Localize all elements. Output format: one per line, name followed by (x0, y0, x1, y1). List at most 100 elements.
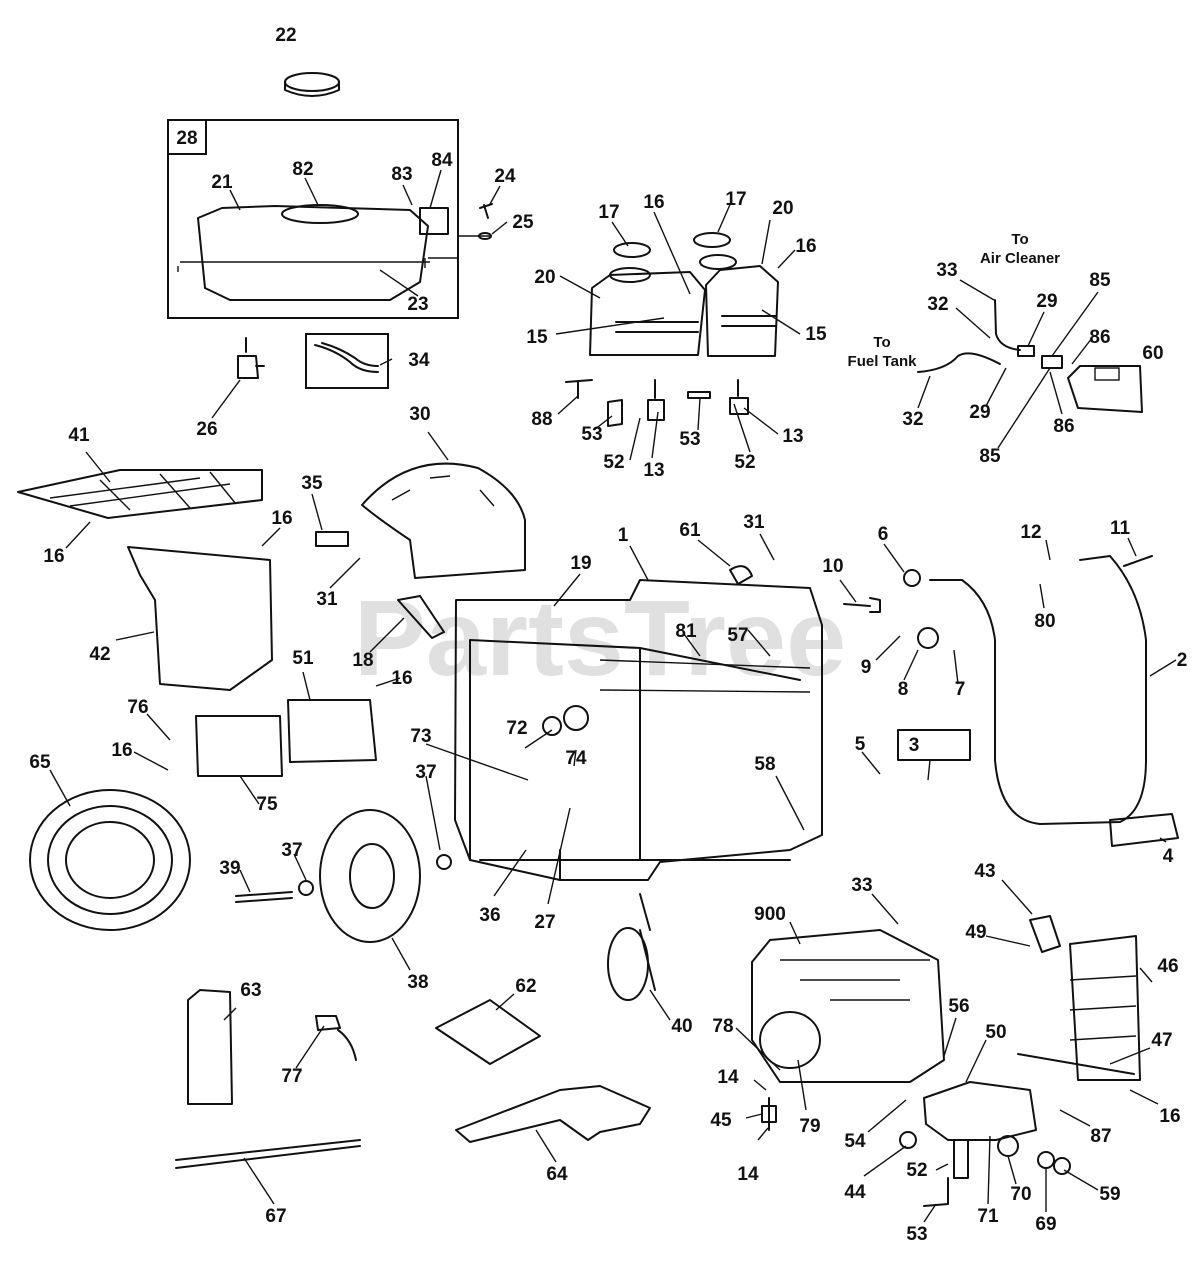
part-45-fitting[interactable] (761, 1097, 777, 1131)
callout-2: 2 (1177, 650, 1188, 671)
part-29-connector[interactable] (1017, 345, 1035, 357)
part-2-handle[interactable] (929, 555, 1147, 825)
part-59-fitting[interactable] (1053, 1157, 1071, 1175)
part-77-tool[interactable] (315, 1015, 357, 1061)
callout-82: 82 (292, 159, 313, 180)
callout-78: 78 (712, 1016, 733, 1037)
part-22-fuel-cap[interactable] (284, 72, 340, 97)
part-1-frame[interactable] (454, 579, 823, 881)
part-69-fitting[interactable] (1037, 1151, 1055, 1169)
part-53-tube-lower[interactable] (923, 1177, 949, 1207)
callout-37-right: 37 (415, 762, 436, 783)
part-15-20-fuel-tank-left[interactable] (589, 267, 706, 356)
callout-34: 34 (408, 350, 430, 371)
part-61-clip[interactable] (729, 565, 753, 585)
callout-5: 5 (855, 734, 866, 755)
part-37-washer-a[interactable] (436, 854, 452, 870)
callout-38: 38 (407, 972, 428, 993)
callout-88: 88 (531, 409, 552, 430)
part-40-caster[interactable] (607, 893, 656, 1001)
part-3-grip[interactable] (897, 729, 971, 761)
part-70-fitting[interactable] (997, 1135, 1019, 1157)
callout-43: 43 (974, 861, 995, 882)
callout-62: 62 (515, 976, 536, 997)
part-4-foam-grip[interactable] (1109, 813, 1179, 847)
callout-65: 65 (29, 752, 51, 773)
callout-70: 70 (1010, 1184, 1031, 1205)
part-50-pump[interactable] (923, 1081, 1037, 1179)
part-42-side-panel[interactable] (127, 546, 273, 691)
callout-16-bracket: 16 (111, 740, 132, 761)
callout-46: 46 (1157, 956, 1178, 977)
note-to-fuel-tank-line2: Fuel Tank (848, 353, 918, 370)
callout-33-hose: 33 (936, 260, 957, 281)
part-30-shroud[interactable] (361, 462, 526, 579)
callout-85-lower: 85 (979, 446, 1001, 467)
part-8-washer[interactable] (917, 627, 939, 649)
part-60-canister[interactable] (1067, 365, 1143, 413)
part-10-bolt[interactable] (843, 597, 881, 613)
callout-7: 7 (955, 679, 966, 700)
part-6-knob[interactable] (903, 569, 921, 587)
part-43-exhaust-elbow[interactable] (1029, 915, 1061, 953)
callout-16-box: 16 (391, 668, 412, 689)
callout-3: 3 (909, 735, 920, 756)
part-17-fuel-cap-left[interactable] (613, 242, 651, 258)
part-53-hose-left[interactable] (607, 399, 623, 427)
part-13-valve-left[interactable] (647, 379, 665, 421)
part-26-fuel-valve[interactable] (237, 337, 265, 379)
callout-51: 51 (292, 648, 314, 669)
part-75-box[interactable] (195, 715, 283, 777)
part-85-hose-segment[interactable] (1041, 355, 1063, 369)
note-to-air-cleaner-line2: Air Cleaner (980, 250, 1060, 267)
callout-6: 6 (878, 524, 889, 545)
callout-52-left: 52 (603, 452, 624, 473)
part-38-wheel[interactable] (319, 809, 421, 943)
part-32-hose-lower[interactable] (917, 352, 1001, 373)
callout-4: 4 (1163, 846, 1174, 867)
part-11-bolt[interactable] (1123, 555, 1153, 567)
part-41-screen[interactable] (17, 469, 263, 519)
part-32-hose-upper[interactable] (994, 299, 1021, 351)
part-65-hose[interactable] (29, 789, 191, 931)
callout-21: 21 (211, 172, 233, 193)
part-62-nozzle-kit[interactable] (435, 999, 541, 1065)
callout-81: 81 (675, 621, 697, 642)
part-51-control-box[interactable] (287, 699, 377, 763)
part-64-spray-gun[interactable] (455, 1085, 651, 1143)
part-18-bracket[interactable] (397, 595, 445, 639)
part-88-tee-fitting[interactable] (565, 379, 593, 399)
callout-85-upper: 85 (1089, 270, 1111, 291)
part-47-bracket[interactable] (1017, 1053, 1135, 1075)
callout-13-left: 13 (643, 460, 664, 481)
callout-17-right: 17 (725, 189, 746, 210)
part-39-axle[interactable] (235, 891, 293, 903)
part-17-fuel-cap-right[interactable] (693, 232, 731, 248)
part-44-fitting[interactable] (899, 1131, 917, 1149)
callout-52-pump: 52 (906, 1160, 927, 1181)
callout-53-right: 53 (679, 429, 700, 450)
part-35-decal[interactable] (315, 531, 349, 547)
callout-16-panel: 16 (271, 508, 292, 529)
part-37-washer-b[interactable] (298, 880, 314, 896)
callout-16-screen: 16 (43, 546, 64, 567)
part-34-fuel-hose[interactable] (305, 333, 389, 389)
callout-1: 1 (618, 525, 629, 546)
part-900-engine[interactable] (751, 929, 945, 1083)
part-46-muffler[interactable] (1069, 935, 1141, 1081)
part-53-hose-right[interactable] (687, 391, 711, 399)
callout-39: 39 (219, 858, 240, 879)
part-28-fuel-tank-kit[interactable] (167, 119, 459, 319)
callout-75: 75 (256, 794, 278, 815)
part-67-wand[interactable] (175, 1139, 361, 1169)
part-63-oil-bottle[interactable] (187, 989, 233, 1105)
part-13-valve-right[interactable] (729, 379, 749, 415)
part-24-screw[interactable] (479, 203, 493, 219)
callout-30: 30 (409, 404, 430, 425)
callout-14-upper: 14 (717, 1067, 739, 1088)
callout-16-muffler: 16 (1159, 1106, 1180, 1127)
part-15-20-fuel-tank-right[interactable] (699, 254, 779, 357)
note-to-air-cleaner-line1: To (1011, 231, 1028, 248)
part-72-outlet[interactable] (542, 705, 589, 736)
